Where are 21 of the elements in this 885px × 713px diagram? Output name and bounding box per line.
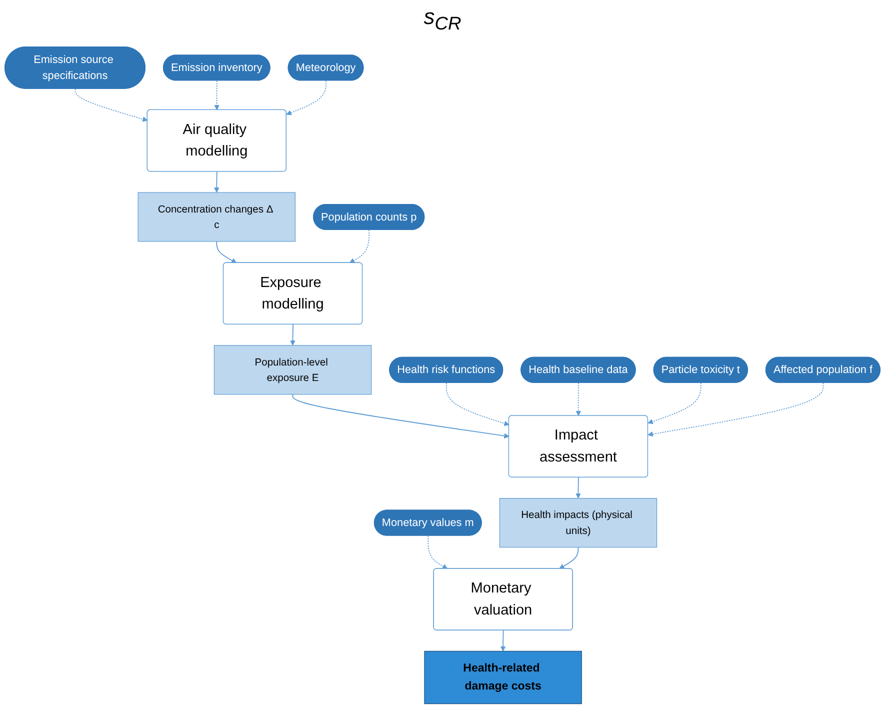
arrow: [559, 547, 579, 570]
node-box: Population-level exposure E: [214, 345, 372, 396]
arrow: [286, 80, 327, 116]
arrow: [648, 382, 702, 424]
arrow: [648, 382, 824, 438]
arrow: [292, 394, 510, 439]
arrow: [214, 80, 220, 111]
node-box: Concentration changes Δ c: [138, 192, 296, 242]
node-box: Health-related damage costs: [424, 651, 582, 704]
arrow: [349, 230, 370, 264]
arrow: [500, 630, 506, 652]
arrow: [428, 536, 448, 570]
arrow: [290, 324, 296, 346]
arrow: [74, 88, 148, 122]
symbol-label: s$_{CR}$: [424, 4, 462, 29]
arrow: [576, 382, 582, 416]
node-box: Health impacts (physical units): [499, 498, 658, 548]
arrow: [214, 172, 220, 194]
arrow: [446, 382, 510, 426]
arrow: [216, 241, 237, 264]
arrow: [576, 477, 581, 499]
